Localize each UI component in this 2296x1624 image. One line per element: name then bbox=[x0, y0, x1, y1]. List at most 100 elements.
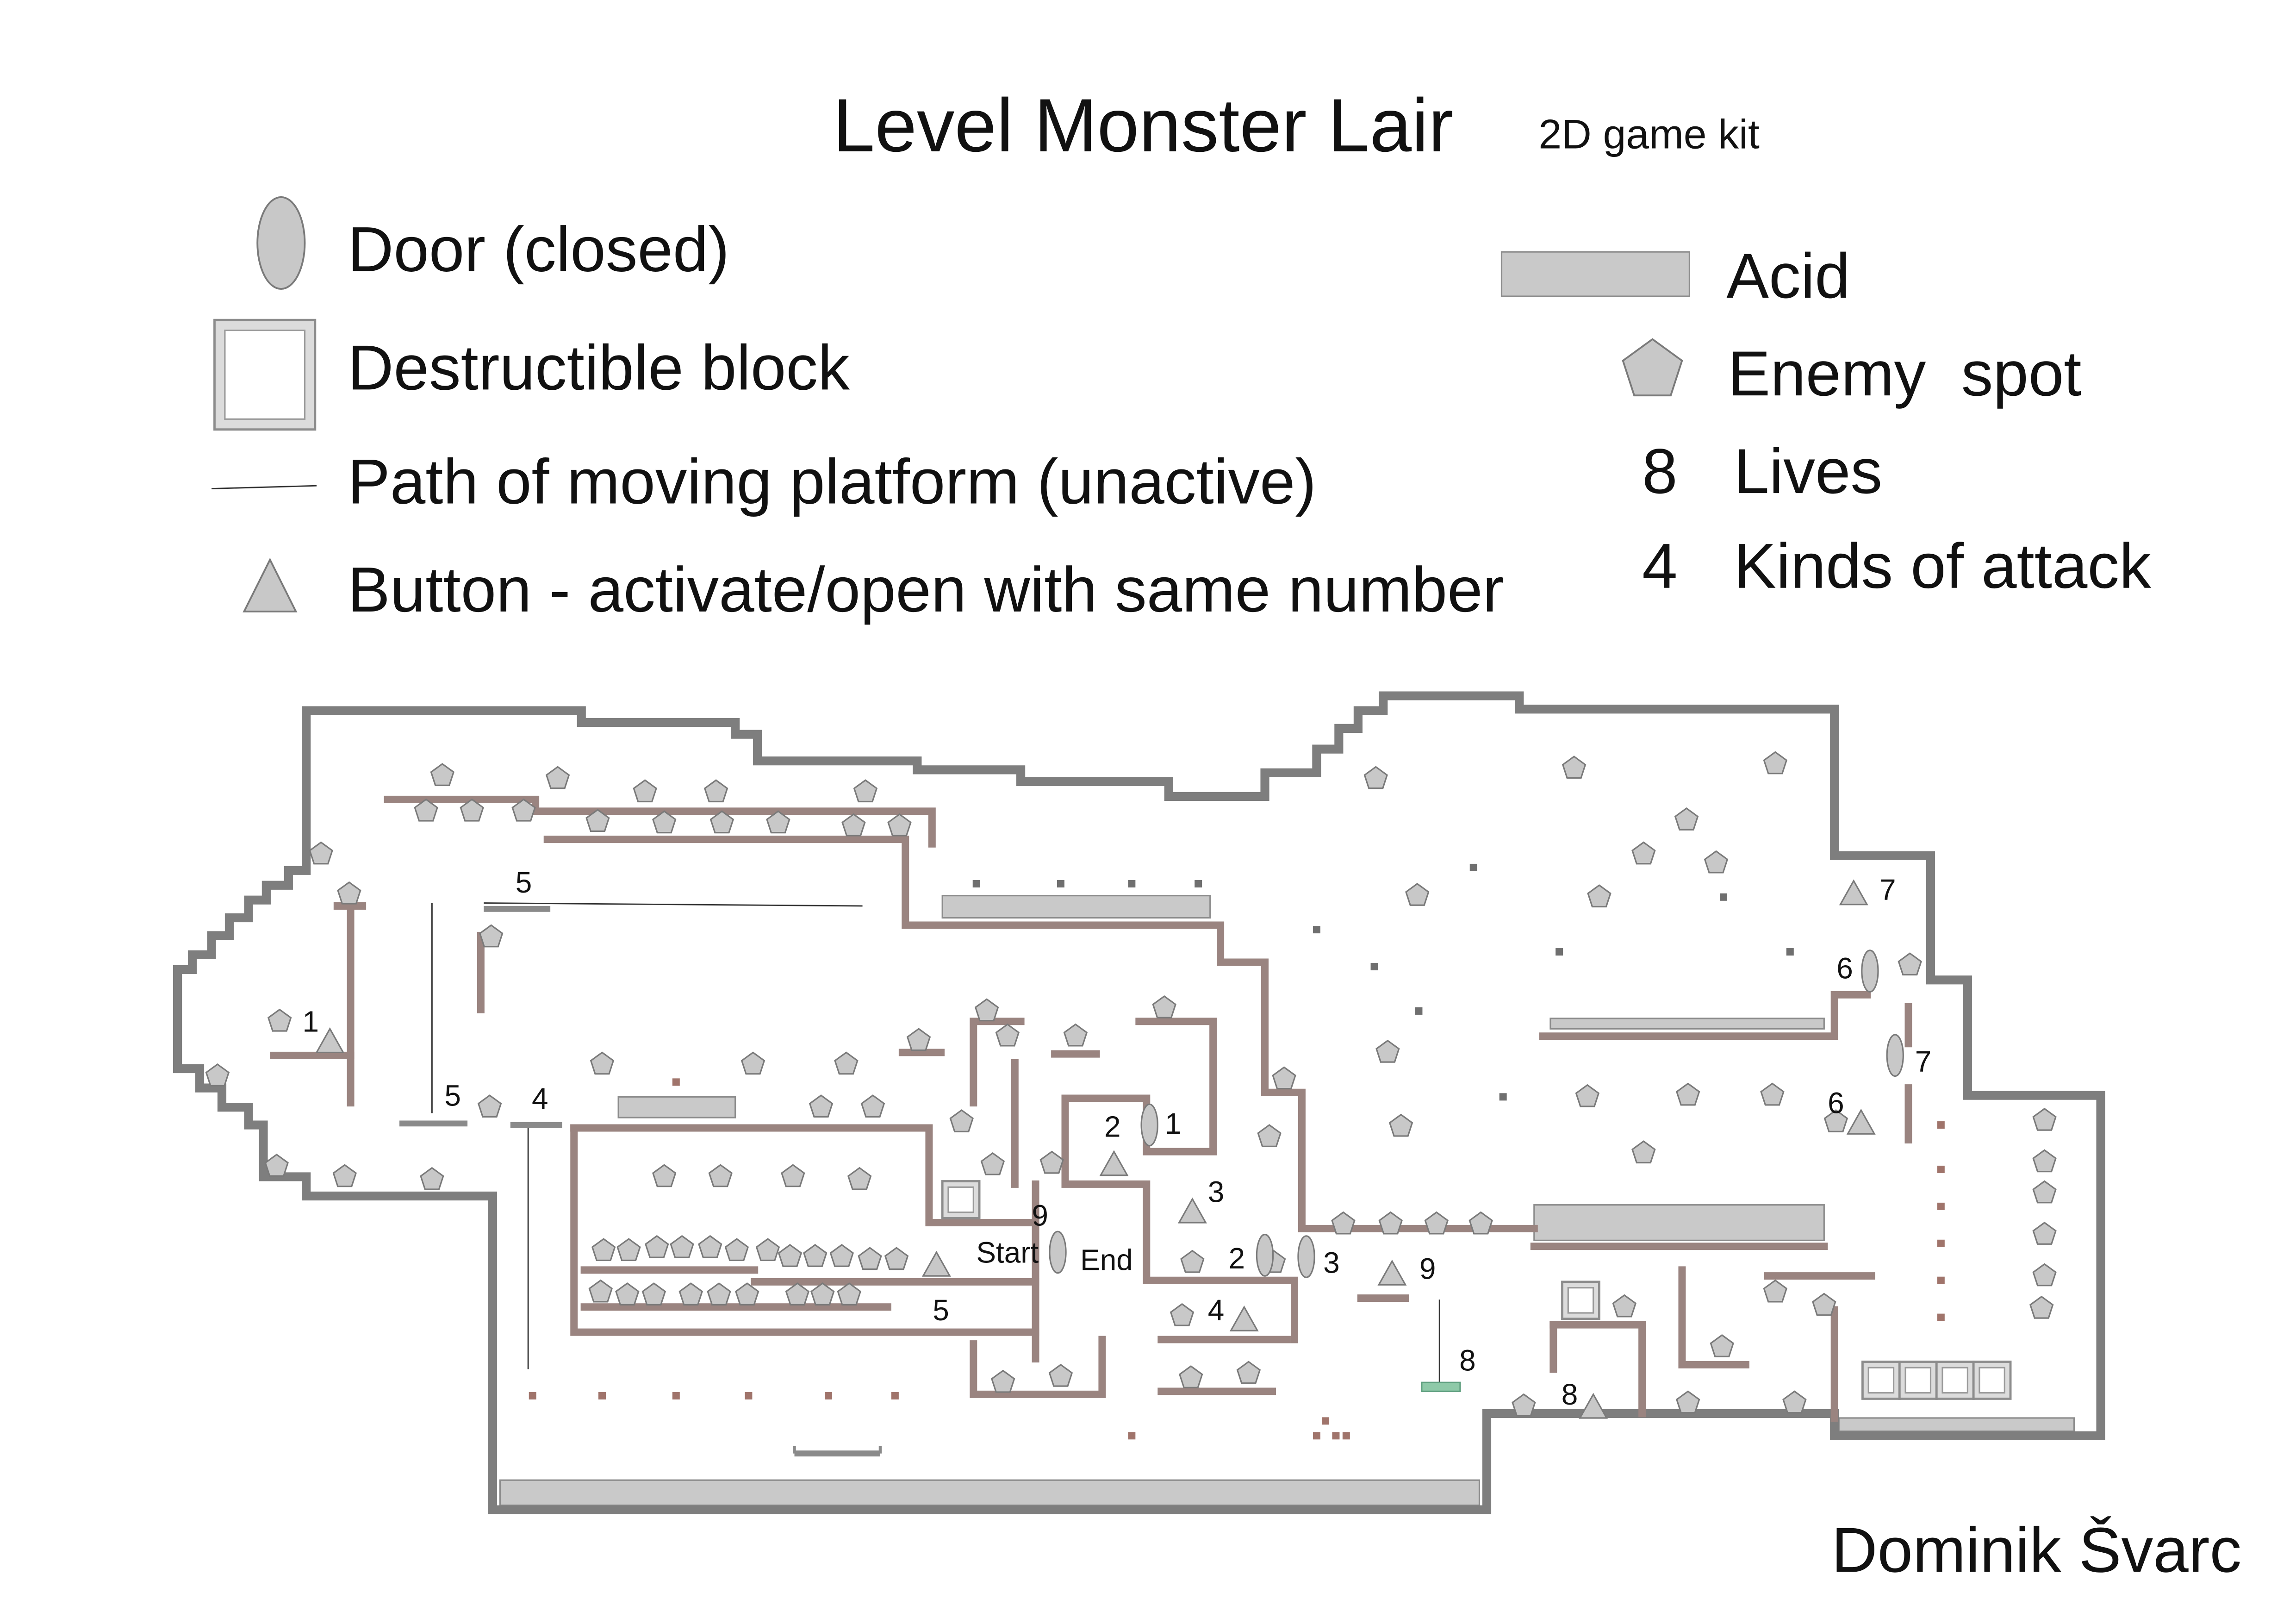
enemy-spot-icon bbox=[785, 1282, 810, 1305]
legend-item-acid: Acid bbox=[1500, 241, 1850, 312]
door-icon bbox=[1886, 1034, 1904, 1077]
inner-wall bbox=[570, 1124, 1039, 1227]
enemy-spot-icon bbox=[585, 809, 610, 832]
enemy-spot-icon bbox=[1704, 850, 1729, 874]
map-label-number: 8 bbox=[1562, 1378, 1578, 1411]
enemy-spot-icon bbox=[588, 1279, 613, 1303]
enemy-spot-icon bbox=[678, 1282, 703, 1305]
attack-kinds-count: 4 bbox=[1642, 531, 1677, 602]
enemy-spot-icon bbox=[884, 1247, 909, 1270]
destructible-block-center bbox=[224, 329, 306, 420]
page-title: Level Monster Lair bbox=[833, 83, 1454, 168]
acid-pool bbox=[1838, 1417, 2075, 1432]
enemy-spot-icon bbox=[781, 1164, 805, 1187]
subtitle: 2D game kit bbox=[1538, 111, 1760, 157]
enemy-spot-icon bbox=[1272, 1066, 1296, 1090]
map-label-number: 4 bbox=[1208, 1293, 1225, 1327]
map-labels: 5 1 5 4 2 1 3 9 2 3 9 4 5 8 8 7 6 7 6 St… bbox=[302, 866, 1931, 1411]
inner-wall bbox=[1549, 1321, 1646, 1418]
enemy-spot-icon bbox=[1763, 1279, 1788, 1303]
acid-pools bbox=[499, 895, 2075, 1506]
enemy-spot-icon bbox=[645, 1235, 669, 1258]
moving-platform-path-icon bbox=[212, 485, 317, 489]
enemy-spot-icon bbox=[853, 779, 878, 803]
walls bbox=[173, 691, 2105, 1514]
enemy-spot-icon bbox=[1898, 952, 1922, 976]
enemy-spot-icon bbox=[2032, 1149, 2057, 1173]
header: Level Monster Lair 2D game kit bbox=[833, 83, 1760, 168]
terrain-dot bbox=[1786, 948, 1794, 956]
enemy-spot-icon bbox=[847, 1167, 872, 1190]
map-label-number: 9 bbox=[1419, 1252, 1436, 1286]
enemy-spot-icon bbox=[1405, 883, 1430, 906]
moving-platform-paths bbox=[431, 902, 1440, 1389]
terrain-dot bbox=[672, 1392, 680, 1400]
legend-label-door: Door (closed) bbox=[348, 214, 729, 285]
enemy-spot-icon bbox=[707, 1282, 731, 1305]
destructible-block-center bbox=[947, 1186, 974, 1213]
button-icon bbox=[921, 1250, 951, 1277]
enemy-spot-icon bbox=[652, 1164, 677, 1187]
enemy-spot-icon bbox=[841, 813, 866, 837]
enemy-spot-icon bbox=[766, 810, 790, 834]
map-label-number: 3 bbox=[1323, 1246, 1340, 1280]
attack-kinds-label: Kinds of attack bbox=[1734, 531, 2151, 602]
enemy-spot-icon bbox=[615, 1282, 640, 1305]
enemy-spot-icon bbox=[1388, 1113, 1413, 1137]
enemy-spot-icon bbox=[740, 1051, 765, 1075]
legend-item-destructible-block: Destructible block bbox=[213, 319, 850, 431]
enemy-spot-icon bbox=[2032, 1180, 2057, 1204]
enemy-spot-icon bbox=[724, 1238, 749, 1262]
map-label-number: 9 bbox=[1032, 1199, 1048, 1232]
enemy-spot-icon bbox=[991, 1369, 1015, 1393]
terrain-dot bbox=[1937, 1239, 1945, 1247]
terrain-dot bbox=[1195, 880, 1202, 888]
map-label-number: 7 bbox=[1915, 1045, 1932, 1078]
enemy-spot-icon bbox=[1587, 884, 1612, 908]
enemy-spot-icon bbox=[1760, 1082, 1785, 1106]
enemy-spot-icon bbox=[906, 1028, 931, 1051]
enemy-spot-icon bbox=[1048, 1363, 1073, 1387]
terrain-dot bbox=[972, 880, 980, 888]
terrain-dot bbox=[1937, 1276, 1945, 1284]
terrain-dot bbox=[1128, 880, 1136, 888]
enemy-spot-icon bbox=[810, 1282, 835, 1305]
map-markers bbox=[205, 751, 2057, 1419]
legend-item-door: Door (closed) bbox=[256, 196, 729, 290]
terrain-dot bbox=[1370, 963, 1378, 971]
enemy-spot-icon bbox=[1631, 841, 1656, 865]
acid-pool bbox=[617, 1096, 736, 1118]
acid-icon bbox=[1500, 251, 1691, 297]
button-icon bbox=[315, 1027, 345, 1054]
map-label-number: 6 bbox=[1836, 952, 1853, 985]
map-label-number: 4 bbox=[532, 1082, 548, 1115]
enemy-spot-icon bbox=[1468, 1211, 1493, 1235]
map-label-number: 5 bbox=[933, 1293, 949, 1327]
enemy-spot-icon bbox=[1331, 1211, 1356, 1235]
enemy-spot-icon bbox=[1782, 1390, 1807, 1414]
destructible-block-icon bbox=[1935, 1361, 1975, 1400]
level-map: 5 1 5 4 2 1 3 9 2 3 9 4 5 8 8 7 6 7 6 St… bbox=[173, 691, 2105, 1514]
inner-wall bbox=[1539, 991, 1871, 1040]
map-label-number: 3 bbox=[1208, 1175, 1225, 1208]
terrain-dot bbox=[1342, 1432, 1350, 1440]
terrain-dot bbox=[1415, 1007, 1423, 1015]
outer-wall bbox=[173, 691, 2105, 1514]
door-icon bbox=[1140, 1103, 1158, 1147]
enemy-spot-icon bbox=[590, 1051, 615, 1075]
legend-label-moving-platform-path: Path of moving platform (unactive) bbox=[348, 447, 1316, 518]
terrain-dot bbox=[825, 1392, 833, 1400]
enemy-spot-icon bbox=[1674, 807, 1699, 831]
destructible-block-center bbox=[1979, 1367, 2005, 1394]
enemy-spot-icon bbox=[1575, 1084, 1600, 1107]
button-icon bbox=[1846, 1108, 1876, 1135]
enemy-spot-icon bbox=[803, 1244, 828, 1267]
platforms bbox=[399, 906, 1461, 1457]
enemy-spot-icon bbox=[479, 924, 504, 948]
inner-wall bbox=[384, 795, 936, 848]
enemy-spot-icon bbox=[616, 1238, 641, 1262]
enemy-spot-icon bbox=[1512, 1393, 1536, 1417]
start-label: Start bbox=[976, 1236, 1039, 1269]
map-label-number: 6 bbox=[1828, 1086, 1844, 1119]
map-label-number: 2 bbox=[1229, 1242, 1245, 1275]
